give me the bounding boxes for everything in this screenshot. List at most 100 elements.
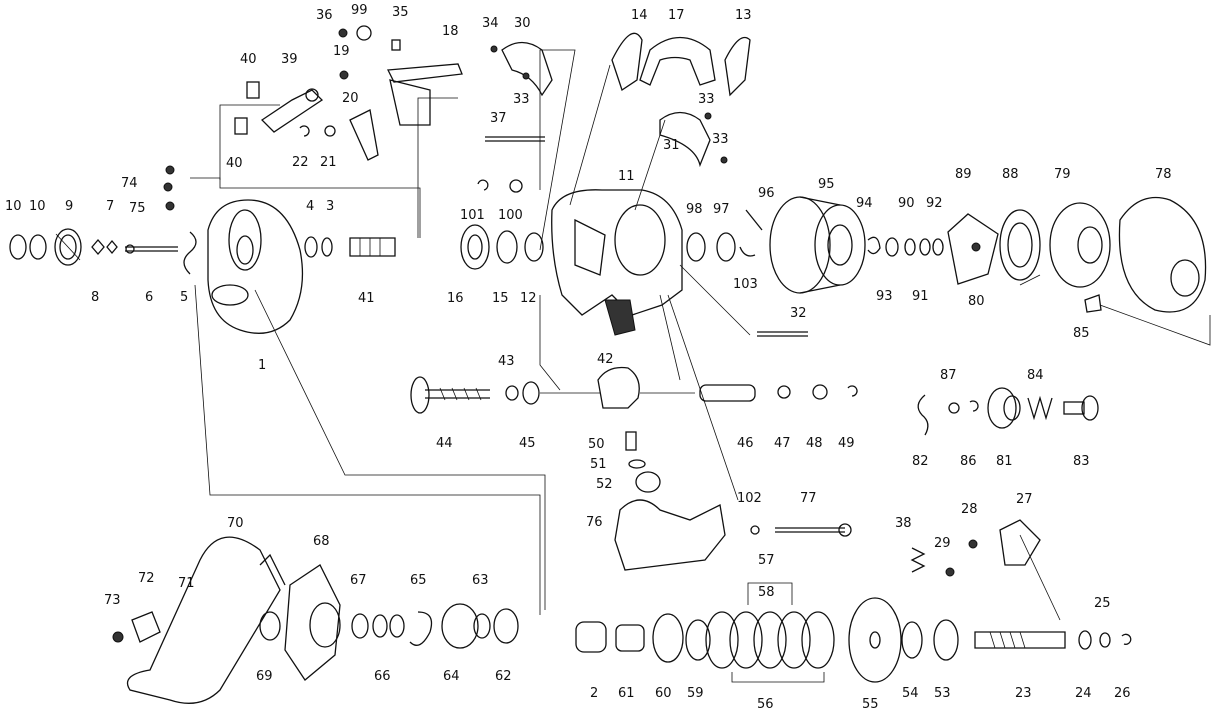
label-83: 83	[1073, 454, 1090, 469]
label-75: 75	[129, 201, 146, 216]
label-14: 14	[631, 8, 648, 23]
label-72: 72	[138, 571, 155, 586]
label-93: 93	[876, 289, 893, 304]
label-46: 46	[737, 436, 754, 451]
label-40a: 40	[240, 52, 257, 67]
label-1: 1	[258, 358, 266, 373]
label-54: 54	[902, 686, 919, 701]
label-24: 24	[1075, 686, 1092, 701]
label-58: 58	[758, 585, 775, 600]
label-22: 22	[292, 155, 309, 170]
label-61: 61	[618, 686, 635, 701]
label-35: 35	[392, 5, 409, 20]
label-15: 15	[492, 291, 509, 306]
label-70: 70	[227, 516, 244, 531]
label-94: 94	[856, 196, 873, 211]
left-sideplate-group	[9, 25, 463, 334]
label-27: 27	[1016, 492, 1033, 507]
label-7: 7	[106, 199, 114, 214]
label-60: 60	[655, 686, 672, 701]
label-2: 2	[590, 686, 598, 701]
label-97: 97	[713, 202, 730, 217]
label-28: 28	[961, 502, 978, 517]
label-80: 80	[968, 294, 985, 309]
label-95: 95	[818, 177, 835, 192]
label-64: 64	[443, 669, 460, 684]
levelwind-group	[410, 294, 858, 571]
label-50: 50	[588, 437, 605, 452]
label-65: 65	[410, 573, 427, 588]
label-37: 37	[490, 111, 507, 126]
label-10b: 10	[29, 199, 46, 214]
label-53: 53	[934, 686, 951, 701]
label-9: 9	[65, 199, 73, 214]
label-34: 34	[482, 16, 499, 31]
label-91: 91	[912, 289, 929, 304]
label-13: 13	[735, 8, 752, 23]
label-43: 43	[498, 354, 515, 369]
label-96: 96	[758, 186, 775, 201]
label-8: 8	[91, 290, 99, 305]
label-26: 26	[1114, 686, 1131, 701]
label-68: 68	[313, 534, 330, 549]
label-59: 59	[687, 686, 704, 701]
label-36: 36	[316, 8, 333, 23]
label-87: 87	[940, 368, 957, 383]
label-49: 49	[838, 436, 855, 451]
label-71: 71	[178, 576, 195, 591]
label-20: 20	[342, 91, 359, 106]
label-16: 16	[447, 291, 464, 306]
label-55: 55	[862, 697, 879, 712]
label-32: 32	[790, 306, 807, 321]
label-48: 48	[806, 436, 823, 451]
label-67: 67	[350, 573, 367, 588]
label-5: 5	[180, 290, 188, 305]
label-33b: 33	[698, 92, 715, 107]
label-74: 74	[121, 176, 138, 191]
label-12: 12	[520, 291, 537, 306]
label-33a: 33	[513, 92, 530, 107]
label-90: 90	[898, 196, 915, 211]
label-77: 77	[800, 491, 817, 506]
label-45: 45	[519, 436, 536, 451]
label-78: 78	[1155, 167, 1172, 182]
label-85: 85	[1073, 326, 1090, 341]
label-63: 63	[472, 573, 489, 588]
label-30: 30	[514, 16, 531, 31]
label-103: 103	[733, 277, 758, 292]
label-69: 69	[256, 669, 273, 684]
label-41: 41	[358, 291, 375, 306]
label-57: 57	[758, 553, 775, 568]
label-86: 86	[960, 454, 977, 469]
drive-gear-group	[575, 582, 1132, 683]
label-23: 23	[1015, 686, 1032, 701]
label-47: 47	[774, 436, 791, 451]
label-56: 56	[757, 697, 774, 712]
label-33c: 33	[712, 132, 729, 147]
label-62: 62	[495, 669, 512, 684]
label-19: 19	[333, 44, 350, 59]
label-42: 42	[597, 352, 614, 367]
label-21: 21	[320, 155, 337, 170]
label-89: 89	[955, 167, 972, 182]
label-84: 84	[1027, 368, 1044, 383]
spool-and-right-cover-group	[686, 196, 1211, 346]
label-51: 51	[590, 457, 607, 472]
label-99: 99	[351, 3, 368, 18]
label-11: 11	[618, 169, 635, 184]
handle-group	[112, 284, 546, 704]
label-76: 76	[586, 515, 603, 530]
label-102: 102	[737, 491, 762, 506]
label-18: 18	[442, 24, 459, 39]
label-44: 44	[436, 436, 453, 451]
label-79: 79	[1054, 167, 1071, 182]
star-drag-group	[910, 387, 1099, 621]
label-101: 101	[460, 208, 485, 223]
label-39: 39	[281, 52, 298, 67]
label-4: 4	[306, 199, 314, 214]
label-66: 66	[374, 669, 391, 684]
label-25: 25	[1094, 596, 1111, 611]
label-31: 31	[663, 138, 680, 153]
label-100: 100	[498, 208, 523, 223]
